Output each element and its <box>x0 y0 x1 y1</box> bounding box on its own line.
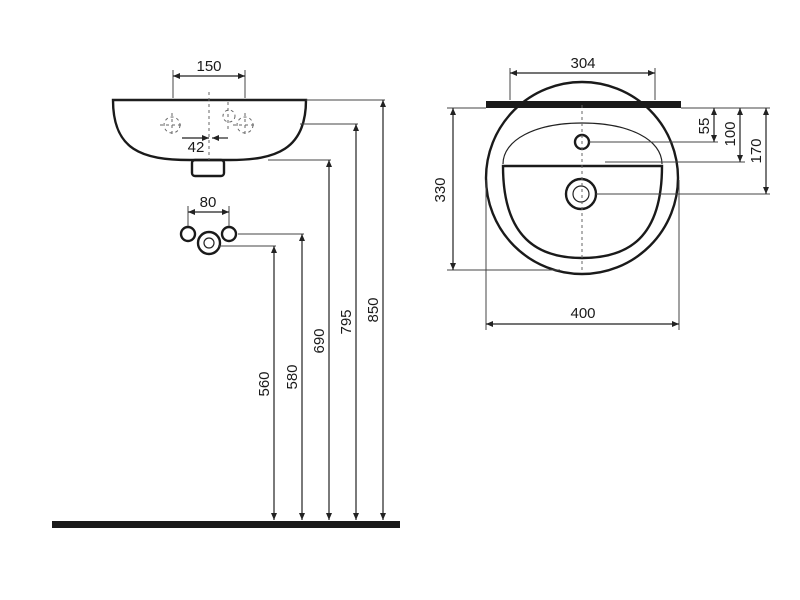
top-view: 304 400 330 55 100 170 <box>432 55 770 330</box>
dim-height-560: 560 <box>256 371 273 396</box>
dim-tap-spacing: 150 <box>196 58 221 75</box>
dim-height-795: 795 <box>338 309 355 334</box>
dim-basin-width: 400 <box>570 305 595 322</box>
trap-connections <box>179 225 238 256</box>
dim-drain-offset: 170 <box>748 138 765 163</box>
dim-tap-hole-offset: 55 <box>696 118 713 135</box>
mounting-plate <box>486 101 681 108</box>
dim-height-690: 690 <box>311 328 328 353</box>
tap-hole-markers <box>160 92 257 160</box>
dim-height-850: 850 <box>365 297 382 322</box>
dim-mount-width: 304 <box>570 55 595 72</box>
dim-trap-spacing: 80 <box>200 194 217 211</box>
dim-tap-offset: 42 <box>188 139 205 156</box>
dim-basin-depth: 330 <box>432 177 449 202</box>
drain-hole <box>564 177 598 211</box>
floor-line <box>52 521 400 528</box>
basin-front-outline <box>111 98 308 162</box>
basin-trap-stub <box>190 158 226 178</box>
dim-overflow-offset: 100 <box>722 121 739 146</box>
dim-height-580: 580 <box>284 364 301 389</box>
front-view: 150 42 80 560 580 690 795 <box>52 58 400 528</box>
basin-top-outline <box>484 80 680 276</box>
